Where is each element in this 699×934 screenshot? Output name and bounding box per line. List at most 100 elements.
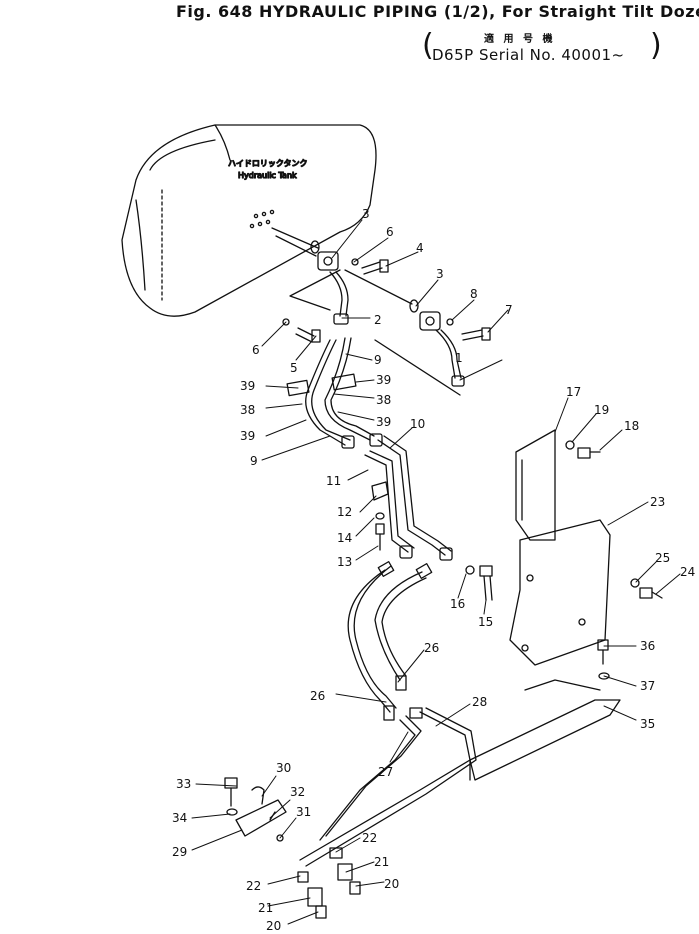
flange-3-lower: [409, 299, 441, 331]
callout-28: 28: [472, 695, 487, 709]
callout-labels: 1 2 3 3 4 5 6 6 7 8 9 9 10 11 12 13 14 1…: [172, 207, 695, 933]
bracket-17: [515, 429, 556, 541]
callout-38b: 38: [240, 403, 255, 417]
callout-39c: 39: [376, 415, 391, 429]
clamp-39-left: [286, 379, 310, 397]
callout-23: 23: [650, 495, 665, 509]
callout-29: 29: [172, 845, 187, 859]
callout-39a: 39: [240, 379, 255, 393]
callout-39d: 39: [240, 429, 255, 443]
callout-38a: 38: [376, 393, 391, 407]
cover-23: [509, 519, 611, 666]
washer-14: [375, 512, 385, 520]
callout-8: 8: [470, 287, 478, 301]
bolt-24: [639, 587, 663, 599]
callout-4: 4: [416, 241, 424, 255]
hose-26-left: [347, 569, 391, 713]
washer-37: [598, 672, 610, 680]
callout-3b: 3: [436, 267, 444, 281]
nut-31: [276, 834, 284, 842]
callout-25: 25: [655, 551, 670, 565]
callout-34: 34: [172, 811, 187, 825]
figure-title: Fig. 648 HYDRAULIC PIPING (1/2), For Str…: [176, 2, 699, 21]
callout-15: 15: [478, 615, 493, 629]
washer-34: [226, 808, 238, 816]
serial-close-paren: ): [650, 28, 662, 63]
callout-5: 5: [290, 361, 298, 375]
callout-21a: 21: [374, 855, 389, 869]
hose-9-right: [324, 337, 371, 441]
callout-26a: 26: [424, 641, 439, 655]
callout-12: 12: [337, 505, 352, 519]
callout-6b: 6: [252, 343, 260, 357]
pipe-28: [299, 711, 471, 861]
washer-16: [465, 565, 475, 575]
hydraulic-tank: [121, 124, 377, 317]
callout-11: 11: [326, 474, 341, 488]
hose-26-right: [374, 571, 423, 681]
leader-lines: [191, 219, 681, 925]
pipe-2: [329, 271, 343, 317]
callout-16: 16: [450, 597, 465, 611]
callout-24: 24: [680, 565, 695, 579]
callout-1: 1: [455, 351, 463, 365]
tank-label-en: Hydraulic Tank: [238, 171, 297, 180]
serial-open-paren: (: [422, 28, 434, 63]
pipe-1: [435, 329, 456, 379]
washer-6-upper: [351, 258, 359, 266]
bolt-33: [224, 777, 238, 807]
callout-31: 31: [296, 805, 311, 819]
tank-to-flange-line: [271, 227, 319, 249]
pipe-11: [364, 454, 409, 553]
callout-30: 30: [276, 761, 291, 775]
washer-6-lower: [282, 318, 290, 326]
u-bolt-30: [251, 786, 265, 805]
washer-8: [446, 318, 454, 326]
callout-33: 33: [176, 777, 191, 791]
serial-range: D65P Serial No. 40001~: [432, 46, 625, 64]
callout-9a: 9: [374, 353, 382, 367]
callout-27: 27: [378, 765, 393, 779]
bolt-4: [361, 259, 389, 275]
callout-18: 18: [624, 419, 639, 433]
callout-14: 14: [337, 531, 352, 545]
callout-13: 13: [337, 555, 352, 569]
bolt-36: [597, 639, 609, 665]
callout-2: 2: [374, 313, 382, 327]
tank-to-flange-line-2: [344, 269, 413, 305]
clamp-12: [371, 481, 389, 501]
clamp-39-right: [331, 373, 357, 391]
callout-21b: 21: [258, 901, 273, 915]
callout-20a: 20: [384, 877, 399, 891]
tank-port-holes: [249, 209, 275, 229]
pipe-27: [319, 719, 416, 841]
bracket-29: [235, 799, 287, 837]
callout-22a: 22: [362, 831, 377, 845]
washer-19: [565, 440, 575, 450]
callout-20b: 20: [266, 919, 281, 933]
callout-9b: 9: [250, 454, 258, 468]
washer-25: [630, 578, 640, 588]
pipe-10: [377, 439, 446, 556]
callout-19: 19: [594, 403, 609, 417]
callout-10: 10: [410, 417, 425, 431]
callout-39b: 39: [376, 373, 391, 387]
bolt-7: [461, 327, 491, 341]
callout-37: 37: [640, 679, 655, 693]
flange-3-upper: [310, 240, 339, 271]
callout-36: 36: [640, 639, 655, 653]
tank-label-jp: ハイドロリックタンク: [228, 159, 308, 168]
bolt-15: [479, 565, 493, 601]
applicable-models-label: 適 用 号 機: [484, 34, 556, 45]
fittings-right: [329, 847, 361, 895]
callout-32: 32: [290, 785, 305, 799]
callout-3a: 3: [362, 207, 370, 221]
callout-22b: 22: [246, 879, 261, 893]
callout-35: 35: [640, 717, 655, 731]
callout-6a: 6: [386, 225, 394, 239]
bolt-5: [295, 327, 321, 343]
callout-7: 7: [505, 303, 513, 317]
callout-17: 17: [566, 385, 581, 399]
